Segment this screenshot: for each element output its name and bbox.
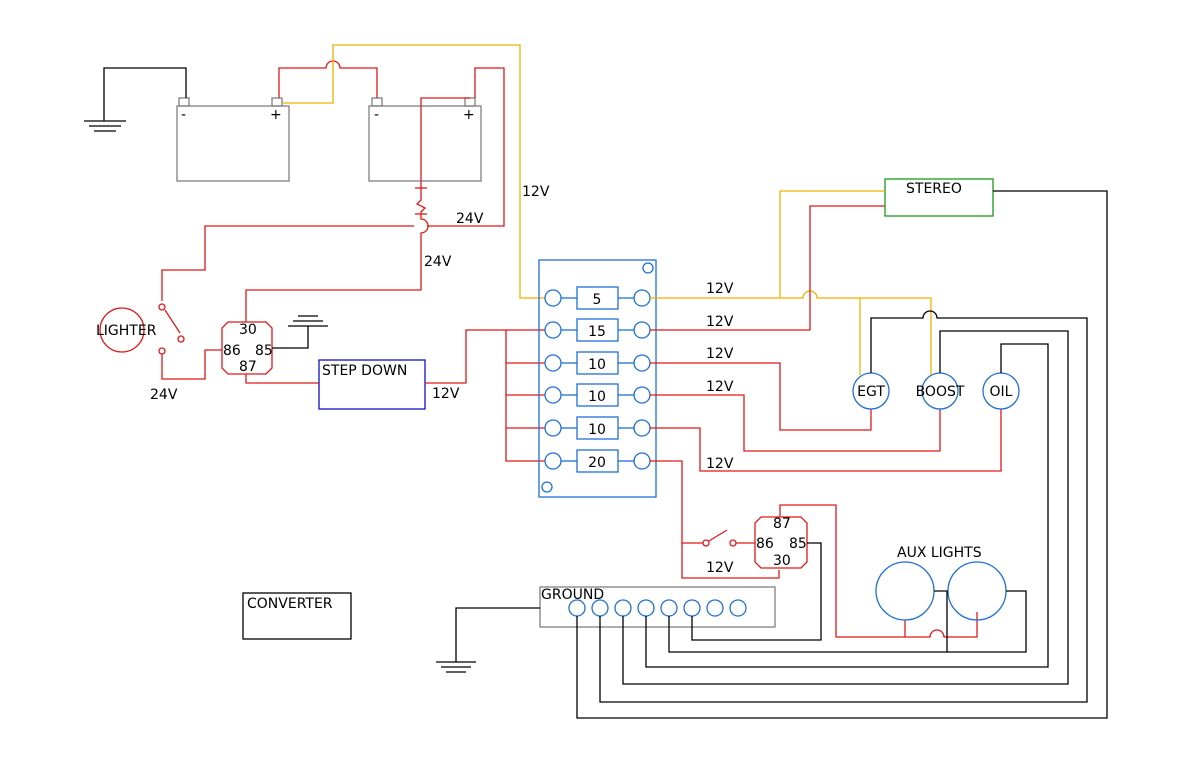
stereo-label: STEREO	[906, 181, 962, 197]
converter-box	[242, 592, 352, 640]
label-12v-tap: 12V	[522, 184, 550, 200]
aux-light-right	[947, 561, 1007, 621]
wire-24v-return	[427, 67, 505, 227]
battery-left: - +	[176, 97, 290, 182]
wire-stepdown-fuse	[425, 329, 545, 384]
label-12v-fuse10b: 12V	[706, 379, 734, 395]
relay-right-pin-87: 87	[773, 516, 791, 532]
fuse-10-b: 10	[544, 383, 651, 407]
wire-lighter-relay	[161, 349, 222, 380]
label-24v-c: 24V	[150, 387, 178, 403]
label-12v-fuse15: 12V	[706, 314, 734, 330]
label-24v-b: 24V	[424, 254, 452, 270]
fuse-10-a: 10	[544, 351, 651, 375]
relay-left-pin-86: 86	[223, 343, 241, 359]
gauge-oil-label: OIL	[990, 384, 1013, 400]
fuse-5-label: 5	[593, 292, 602, 308]
relay-left-pin-87: 87	[239, 359, 257, 375]
lighter-circle	[99, 307, 145, 353]
relay-left-pin-85: 85	[255, 343, 273, 359]
fuse-15: 15	[544, 318, 651, 342]
stereo-box	[884, 178, 994, 217]
aux-lights-label: AUX LIGHTS	[897, 545, 982, 561]
ground-symbol-battery	[84, 67, 187, 132]
fuse-block: 5 15 10 10 10 2	[538, 259, 657, 498]
relay-left-pin-30: 30	[239, 322, 257, 338]
battery-right-pos-label: +	[463, 107, 475, 123]
fuse-5: 5	[544, 286, 651, 310]
ground-label: GROUND	[541, 587, 604, 603]
battery-right: - +	[368, 97, 482, 182]
label-12v-fuse10a: 12V	[706, 346, 734, 362]
ground-symbol-bar	[436, 607, 540, 673]
fuse-10-a-label: 10	[588, 357, 606, 373]
wire-fuse15-stereo	[650, 205, 885, 331]
label-24v-a: 24V	[456, 211, 484, 227]
fuse-20-label: 20	[588, 455, 606, 471]
aux-switch	[702, 529, 737, 547]
wire-relay-ground	[272, 326, 309, 349]
converter-label: CONVERTER	[247, 596, 333, 612]
ground-bar: GROUND	[539, 586, 776, 628]
wire-fuse10a-egt	[650, 362, 872, 431]
battery-left-neg-label: -	[181, 107, 186, 123]
fuse-15-label: 15	[588, 324, 606, 340]
wire-24v-lighter	[161, 225, 414, 301]
lighter-switch	[158, 303, 185, 355]
battery-series-wire	[278, 60, 378, 98]
relay-left: 30 86 85 87	[221, 321, 273, 375]
label-12v-fuse5: 12V	[706, 281, 734, 297]
label-12v-stepdown: 12V	[432, 386, 460, 402]
fuse-20: 20	[544, 449, 651, 473]
label-12v-fuse20: 12V	[706, 560, 734, 576]
relay-right-pin-86: 86	[756, 536, 774, 552]
wire-12v-switched	[650, 190, 932, 375]
fuse-10-c-label: 10	[588, 422, 606, 438]
inline-fuse	[415, 187, 427, 215]
ground-return-wires	[576, 190, 1108, 719]
wire-fuse20-switch	[650, 460, 703, 544]
step-down-label: STEP DOWN	[322, 363, 407, 379]
wire-relay87-aux	[779, 504, 978, 638]
wire-24v-relay	[245, 214, 429, 322]
relay-right-pin-85: 85	[789, 536, 807, 552]
gauge-egt-label: EGT	[857, 384, 885, 400]
gauge-boost-label: BOOST	[916, 384, 965, 400]
wire-relay-stepdown	[245, 374, 319, 384]
fuse-10-b-label: 10	[588, 389, 606, 405]
ground-symbol-relay	[288, 315, 328, 327]
relay-right-pin-30: 30	[773, 553, 791, 569]
wire-12v-tap	[283, 44, 545, 299]
lighter-label: LIGHTER	[96, 323, 157, 339]
wire-24v-main	[420, 97, 470, 188]
wire-fuse10b-boost	[650, 394, 941, 452]
wire-fuse10c-oil	[650, 409, 1002, 472]
battery-right-neg-label: -	[374, 107, 379, 123]
relay-right: 87 86 85 30	[754, 516, 808, 569]
wire-fuse20-relay30	[681, 543, 780, 579]
aux-light-left	[875, 561, 935, 621]
step-down-box	[318, 359, 426, 410]
battery-left-pos-label: +	[270, 107, 282, 123]
label-12v-fuse10c: 12V	[706, 456, 734, 472]
fuse-10-c: 10	[544, 416, 651, 440]
